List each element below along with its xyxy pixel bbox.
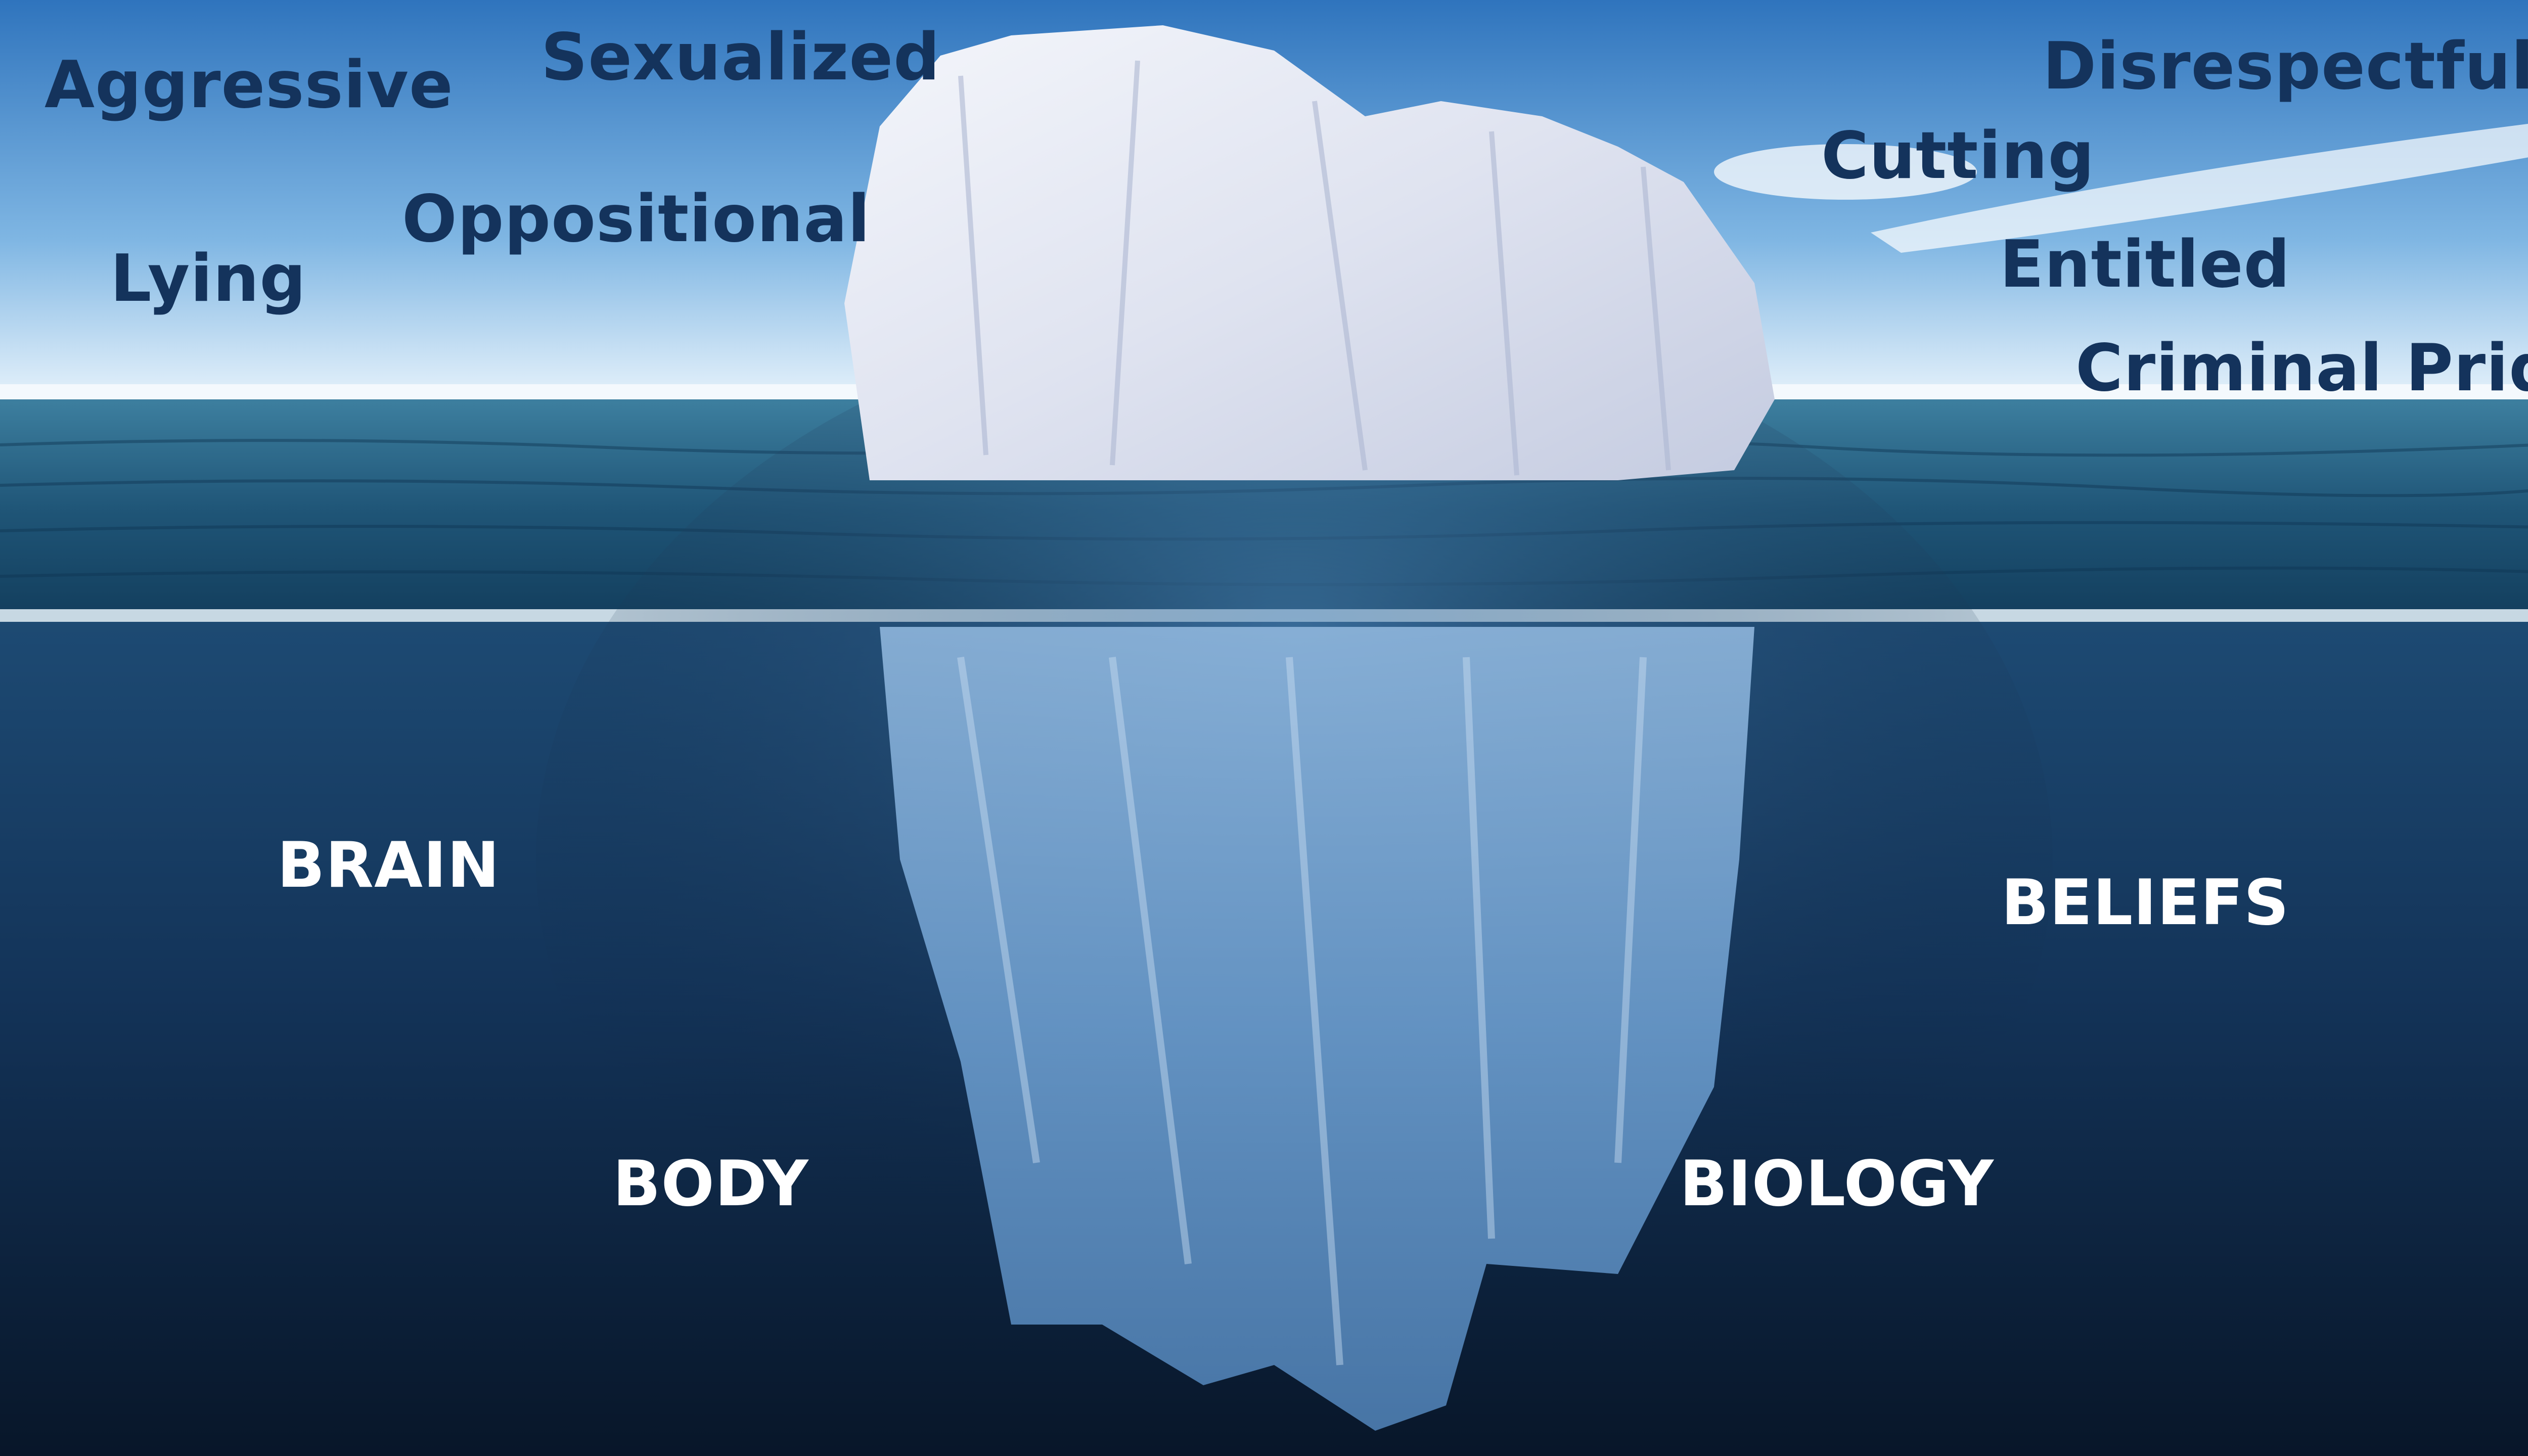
label-cutting: Cutting (1821, 124, 2095, 189)
label-beliefs: BELIEFS (2001, 872, 2289, 934)
label-biology: BIOLOGY (1680, 1153, 1994, 1215)
label-disrespectful: Disrespectful (2043, 34, 2528, 99)
label-aggressive: Aggressive (44, 53, 454, 118)
label-sexualized: Sexualized (541, 25, 940, 90)
label-body: BODY (613, 1153, 809, 1215)
label-entitled: Entitled (2000, 233, 2290, 297)
label-lying: Lying (110, 247, 306, 311)
label-brain: BRAIN (277, 834, 500, 897)
label-oppositional: Oppositional (402, 187, 870, 252)
label-criminal-pride: Criminal Pride (2075, 336, 2528, 401)
